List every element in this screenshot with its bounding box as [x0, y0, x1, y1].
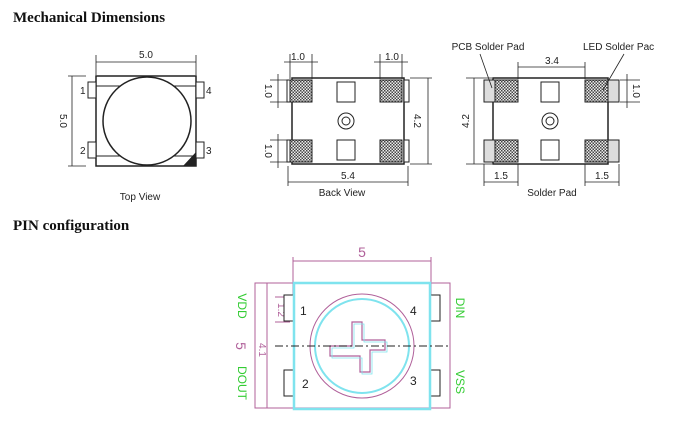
- top-view-pin-1: 1: [80, 86, 86, 97]
- mechanical-dimensions-heading: Mechanical Dimensions: [13, 10, 166, 26]
- pin-config-drawing: 5 5 4.1 1.2 1 2 3 4 VDD DOUT DIN VSS: [233, 244, 467, 411]
- solder-pad-height-dim: 4.2: [461, 114, 472, 128]
- back-view-pad-height-bottom: 1.0: [262, 144, 273, 158]
- solder-pad-led-pad-3: [584, 139, 609, 163]
- pin-configuration-heading: PIN configuration: [13, 218, 130, 234]
- pin-config-inner-height-dim: 4.1: [256, 343, 267, 357]
- pin-config-pad-2: [283, 369, 295, 397]
- back-view-height-dim: 4.2: [411, 114, 422, 128]
- top-view-caption: Top View: [120, 192, 161, 203]
- solder-pad-spacing-dim: 3.4: [545, 56, 559, 67]
- signal-din: DIN: [453, 298, 467, 319]
- pin1-corner-mark: [183, 152, 196, 166]
- top-view-pin-4: 4: [206, 86, 212, 97]
- back-view-pad-4: [379, 79, 403, 103]
- solder-pad-view: PCB Solder Pad LED Solder Pac 3.4 1.0 4.…: [452, 42, 655, 199]
- pcb-solder-pad-label: PCB Solder Pad: [452, 42, 525, 53]
- solder-pad-pad-height-dim: 1.0: [630, 84, 641, 98]
- signal-vss: VSS: [453, 370, 467, 394]
- back-view-pad-width-left: 1.0: [291, 52, 305, 63]
- back-view: 1.0 1.0 1.0 1.0 4.2 5.4 Back View: [262, 52, 432, 199]
- top-view: 5.0 5.0 1 2 3 4 Top View: [57, 50, 212, 203]
- top-view-pin-2: 2: [80, 146, 86, 157]
- led-solder-pad-label: LED Solder Pac: [583, 42, 654, 53]
- pin-config-pin-3: 3: [410, 374, 417, 388]
- pin-config-pad-dim: 1.2: [275, 303, 286, 317]
- top-view-lens: [102, 76, 192, 166]
- pin-config-pad-4: [429, 294, 441, 322]
- solder-pad-led-pad-1: [494, 79, 519, 103]
- back-view-caption: Back View: [319, 188, 366, 199]
- solder-pad-led-pad-4: [584, 79, 609, 103]
- pin-config-pad-3: [429, 369, 441, 397]
- solder-pad-width-left: 1.5: [494, 171, 508, 182]
- back-view-pad-width-right: 1.0: [385, 52, 399, 63]
- pin-config-pin-4: 4: [410, 304, 417, 318]
- pin-config-height-dim: 5: [233, 342, 249, 350]
- pin-config-pin-1: 1: [300, 304, 307, 318]
- back-view-pad-3: [379, 139, 403, 163]
- top-view-width-dim: 5.0: [139, 50, 153, 61]
- signal-vdd: VDD: [235, 293, 249, 319]
- solder-pad-caption: Solder Pad: [527, 188, 576, 199]
- back-view-pad-height-top: 1.0: [262, 84, 273, 98]
- pin-config-pin-2: 2: [302, 377, 309, 391]
- back-view-pad-2: [289, 139, 313, 163]
- solder-pad-width-right: 1.5: [595, 171, 609, 182]
- back-view-pad-1: [289, 79, 313, 103]
- signal-dout: DOUT: [235, 366, 249, 401]
- pin-config-width-dim: 5: [358, 244, 366, 260]
- pin-config-pad-1: [283, 294, 295, 322]
- top-view-pin-3: 3: [206, 146, 212, 157]
- solder-pad-led-pad-2: [494, 139, 519, 163]
- top-view-height-dim: 5.0: [57, 114, 68, 128]
- back-view-width-dim: 5.4: [341, 171, 355, 182]
